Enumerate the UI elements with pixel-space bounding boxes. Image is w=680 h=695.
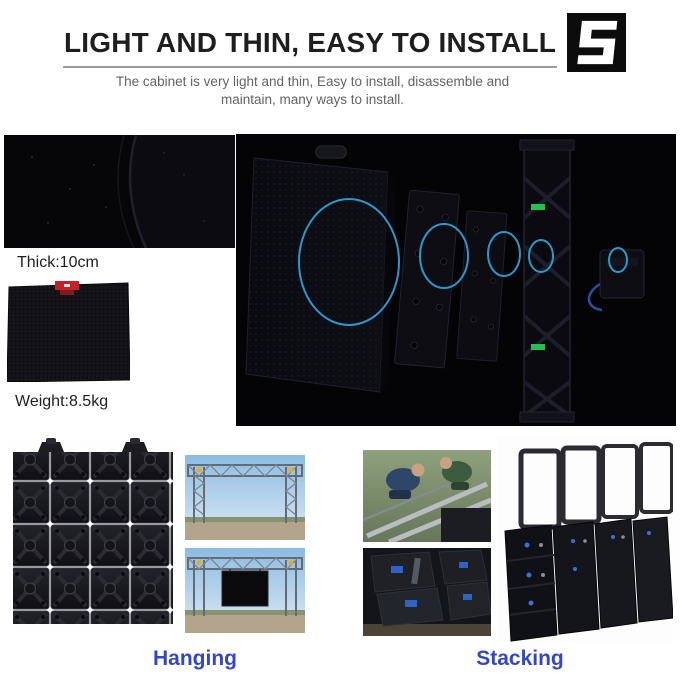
connector-frame: [519, 139, 575, 423]
stacked-frames-photo: [497, 437, 673, 643]
title-divider: [63, 66, 557, 68]
weight-label: Weight:8.5kg: [15, 393, 109, 410]
hanging-brackets: [38, 438, 148, 452]
hanging-screen-photo: [185, 548, 305, 633]
page-title: LIGHT AND THIN, EASY TO INSTALL: [64, 27, 557, 58]
blue-latches: [391, 562, 472, 607]
subtitle: The cabinet is very light and thin, Easy…: [40, 73, 585, 109]
back-plate-2: [456, 210, 508, 362]
worker-figures: [386, 457, 472, 499]
stacking-panels-photo: [363, 548, 491, 636]
highlight-ellipses: [298, 198, 628, 326]
green-latch: [531, 344, 545, 350]
exploded-view-photo: [236, 134, 676, 426]
hanging-caption: Hanging: [153, 647, 237, 670]
subtitle-line1: The cabinet is very light and thin, Easy…: [115, 74, 510, 89]
led-wall-rear-photo: [10, 438, 177, 628]
thickness-photo: [4, 135, 235, 248]
led-panel-front: [245, 145, 396, 393]
hanging-truss-photo: [185, 455, 305, 540]
thickness-label: Thick:10cm: [17, 254, 99, 271]
stacked-panel-slabs: [504, 516, 673, 642]
stacking-workers-photo: [363, 450, 491, 542]
power-box: [587, 249, 645, 312]
speckles: [31, 152, 205, 224]
stacking-caption: Stacking: [476, 647, 564, 670]
brand-logo-s-glyph: [577, 20, 618, 65]
brand-logo: [567, 13, 626, 72]
subtitle-line2: maintain, many ways to install.: [220, 92, 405, 107]
cabinet-grid: [13, 452, 173, 624]
weight-photo: [7, 281, 130, 382]
green-latch: [531, 204, 545, 210]
hung-led-screen: [221, 570, 269, 607]
